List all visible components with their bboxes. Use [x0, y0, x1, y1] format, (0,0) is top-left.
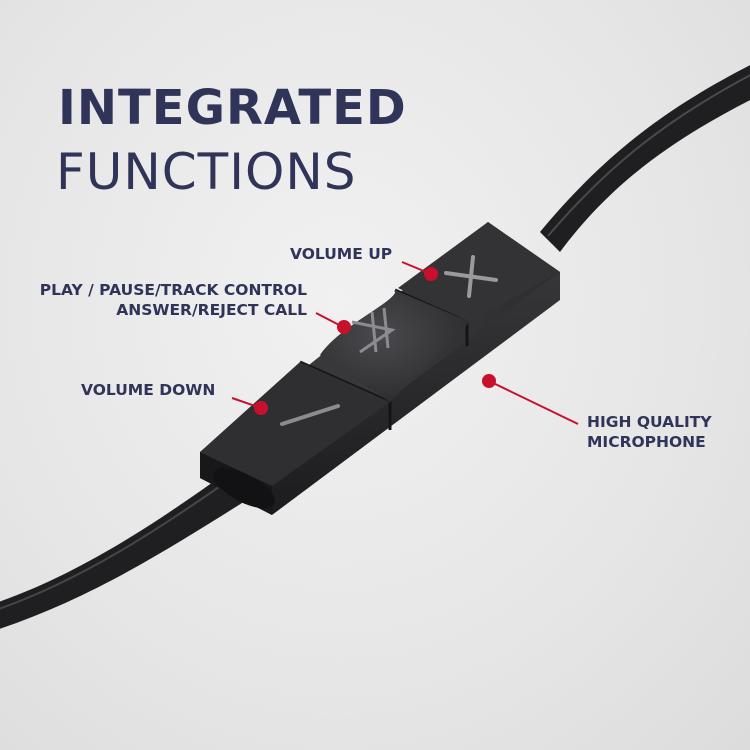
callout-play-pause-line1: PLAY / PAUSE/TRACK CONTROL — [39, 281, 307, 299]
dot-microphone — [482, 374, 496, 388]
callout-volume-up-text: VOLUME UP — [290, 245, 393, 263]
callout-play-pause-line2: ANSWER/REJECT CALL — [116, 301, 307, 319]
callout-volume-down-text: VOLUME DOWN — [81, 381, 216, 399]
cable-lower — [0, 470, 250, 629]
dot-volume-up — [424, 267, 438, 281]
minus-icon — [280, 404, 340, 426]
cable-upper-highlight — [547, 74, 750, 237]
callout-dots — [254, 267, 496, 415]
volume-down-button[interactable] — [200, 362, 390, 486]
play-pause-icon — [351, 307, 396, 354]
plus-icon — [444, 255, 498, 298]
callout-volume-down: VOLUME DOWN — [81, 380, 215, 400]
headline-subtitle: FUNCTIONS — [56, 143, 357, 201]
callout-volume-up: VOLUME UP — [290, 244, 392, 264]
cable-entry — [213, 467, 275, 509]
dot-volume-down — [254, 401, 268, 415]
leader-microphone — [488, 380, 579, 425]
callout-play-pause: PLAY / PAUSE/TRACK CONTROL ANSWER/REJECT… — [40, 280, 307, 320]
callout-microphone-line2: MICROPHONE — [587, 433, 706, 451]
volume-up-button[interactable] — [398, 222, 560, 322]
cable-upper — [540, 65, 750, 252]
callout-microphone-line1: HIGH QUALITY — [587, 413, 712, 431]
cable-lower-highlight — [0, 477, 233, 610]
dot-play-pause — [337, 320, 351, 334]
play-pause-button[interactable] — [320, 290, 470, 402]
headline-title: INTEGRATED — [58, 80, 407, 136]
callout-microphone: HIGH QUALITY MICROPHONE — [587, 412, 712, 452]
